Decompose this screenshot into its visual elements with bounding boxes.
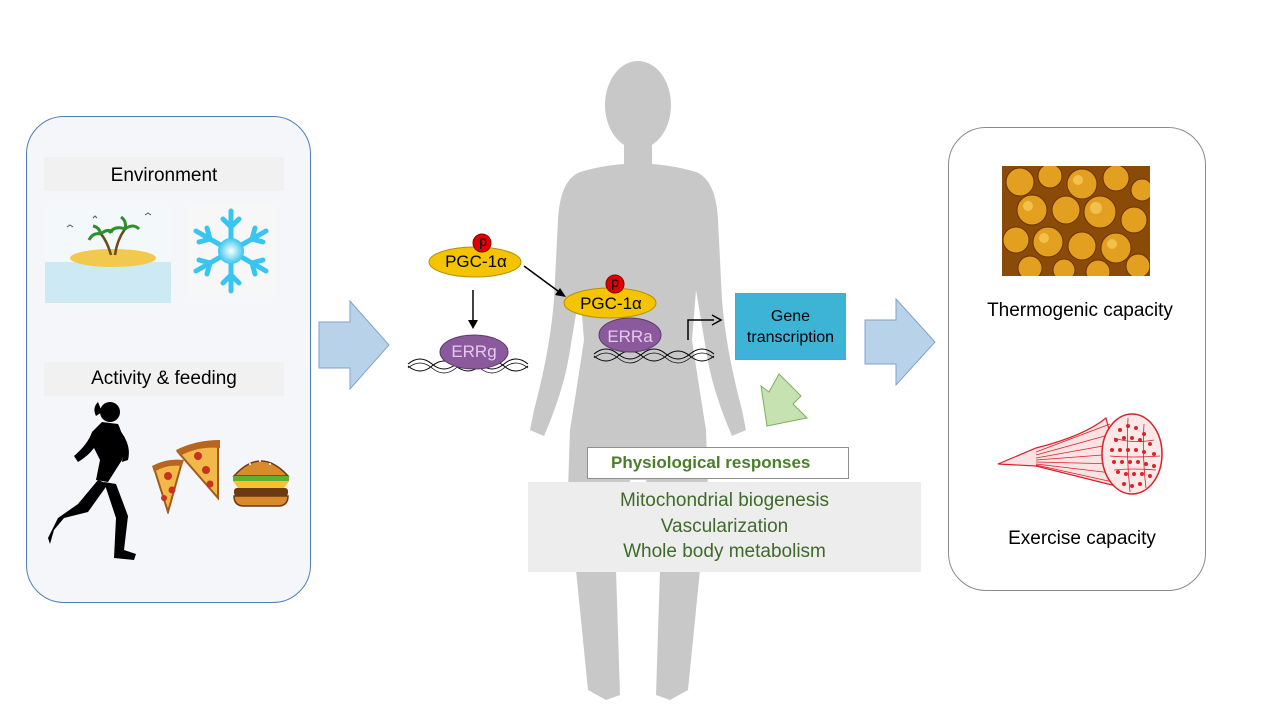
muscle-icon [997,413,1163,495]
burger-icon [232,460,290,507]
input-arrow-icon [318,300,390,390]
errg-label: ERRg [451,342,497,361]
pizza-icon [152,440,220,514]
physiological-responses-title: Physiological responses [587,447,849,479]
response-arrow-icon [760,373,809,427]
runner-icon [48,402,136,560]
phospho-label-right: p [611,274,619,290]
activity-strip [44,362,284,396]
phospho-label-left: p [479,233,487,249]
snowflake-icon [187,205,275,297]
erra-label: ERRa [607,327,653,346]
gene-label-line1: Gene [770,307,811,325]
pgc1a-complex-left [428,233,522,278]
island-icon [45,207,171,303]
response-item: Mitochondrial biogenesis [619,490,830,511]
responses-list: Mitochondrial biogenesis Vascularization… [528,482,921,572]
pgc1a-label-right: PGC-1α [580,294,642,313]
errg-dna-complex [407,334,529,374]
arrow-diagonal-icon [523,265,566,297]
thermogenic-capacity-label: Thermogenic capacity [987,300,1173,321]
environment-strip [44,157,284,191]
body-silhouette [530,61,746,700]
pgc1a-label-left: PGC-1α [445,252,507,271]
environment-title: Environment [110,165,218,186]
erra-dna-complex [593,317,715,364]
response-item: Vascularization [660,515,789,537]
brown-adipose-icon [1002,166,1150,276]
gene-label-line2: transcription [746,328,835,346]
pgc1a-complex-right [563,274,657,319]
input-panel [26,116,311,603]
exercise-capacity-label: Exercise capacity [1008,528,1156,549]
response-item: Whole body metabolism [623,541,826,562]
gene-transcription-box: Gene transcription [735,293,846,360]
output-arrow-icon [864,298,936,386]
activity-title: Activity & feeding [91,368,237,389]
transcription-start-icon [687,314,723,340]
arrow-down-icon [468,290,478,329]
